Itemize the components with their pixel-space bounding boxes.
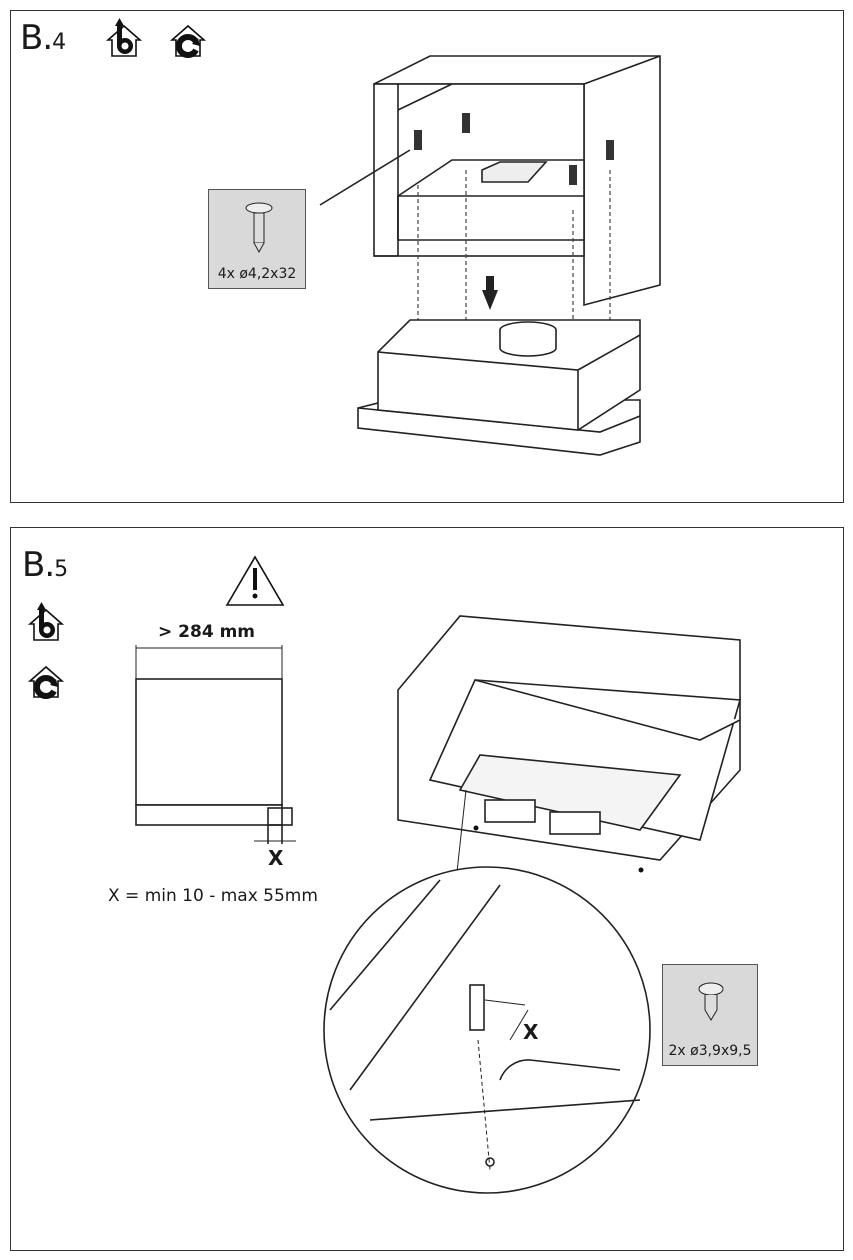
screw-icon [698,982,724,1021]
x-label: X [268,846,284,870]
detail-magnifier-drawing [323,866,651,1194]
detail-x-label: X [523,1020,539,1044]
x-range-text: X = min 10 - max 55mm [108,886,318,906]
hood-underside-drawing [397,615,742,861]
step-b5-panel [10,527,844,1251]
screw-spec-text: 4x ø4,2x32 [217,266,297,282]
screw-spec-text: 2x ø3,9x9,5 [668,1043,752,1059]
wall-cabinet-drawing [373,55,661,307]
screw-spec-box: 4x ø4,2x32 [208,189,306,289]
callout-line [319,149,411,206]
hood-drawing [357,319,641,456]
dimension-label: > 284 mm [158,622,255,642]
side-profile-drawing [135,645,296,844]
up-arrow-icon [482,276,498,310]
step-b4-label: B.4 [20,18,66,58]
screw-spec-box: 2x ø3,9x9,5 [662,964,758,1066]
step-b5-label: B.5 [22,545,68,585]
step-b4-panel [10,10,844,503]
screw-icon [245,202,273,254]
screw-icons [414,113,614,185]
